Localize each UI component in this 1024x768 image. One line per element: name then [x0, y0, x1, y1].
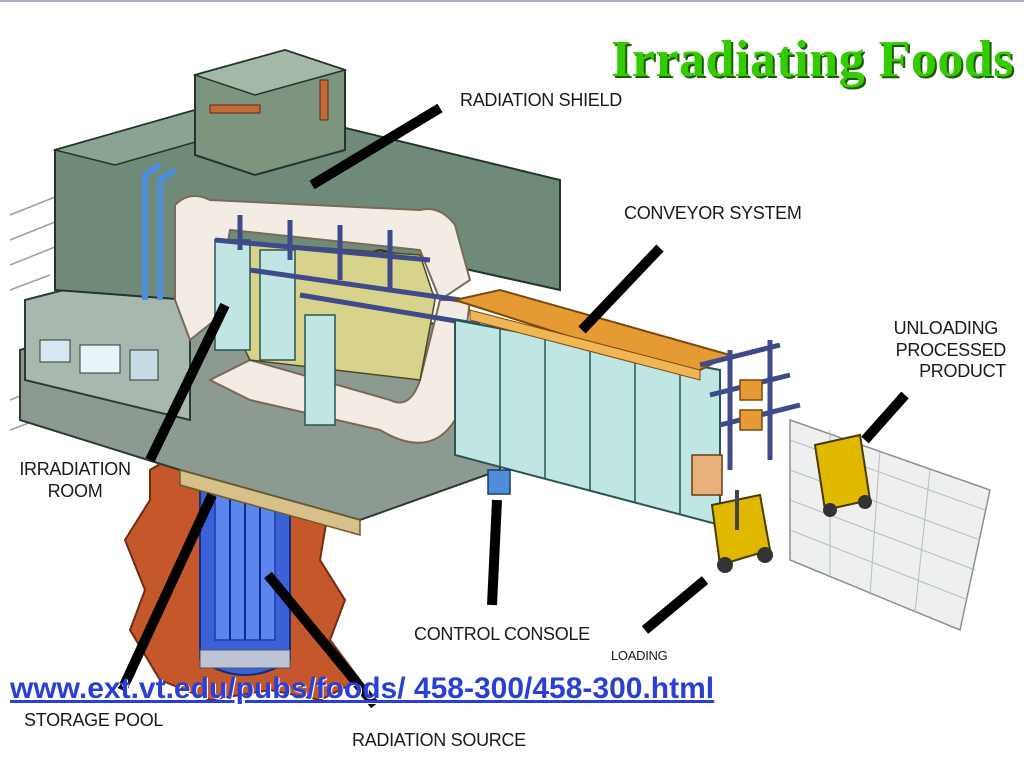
slab-edge: [179, 469, 361, 536]
source-url-link[interactable]: www.ext.vt.edu/pubs/foods/ 458-300/458-3…: [10, 672, 715, 705]
label-product-line: PRODUCT: [919, 361, 1006, 382]
product-carriers: [214, 239, 336, 426]
blue-pipes: [142, 162, 177, 300]
pipe: [319, 79, 329, 121]
label-radiation-shield: RADIATION SHIELD: [460, 90, 622, 110]
label-storage-pool: STORAGE POOL: [24, 710, 164, 730]
overhead-rails: [214, 215, 481, 328]
label-room-line: ROOM: [47, 480, 103, 501]
upper-housing-top: [192, 49, 348, 96]
rack-boxes: [739, 379, 763, 431]
machine-box: [79, 344, 121, 374]
label-processed-line: PROCESSED: [895, 339, 1007, 360]
loading-forklift: [691, 454, 773, 573]
pipe: [209, 104, 261, 114]
top-rule: [0, 0, 1024, 2]
leader-irradiation-room: [145, 302, 230, 463]
conveyor-boxes: [469, 309, 701, 381]
unloading-forklift: [813, 433, 872, 517]
leader-radiation-shield: [309, 103, 443, 190]
label-conveyor-system: CONVEYOR SYSTEM: [624, 203, 802, 223]
machine-box: [129, 349, 159, 381]
label-irradiation-line: IRRADIATION: [19, 459, 131, 479]
pool-base: [199, 649, 291, 669]
leader-storage-pool: [117, 492, 217, 693]
machine-box: [39, 339, 71, 363]
label-control-console: CONTROL CONSOLE: [414, 624, 590, 644]
label-loading: LOADING: [611, 648, 668, 663]
label-radiation-source: RADIATION SOURCE: [352, 730, 526, 750]
leader-conveyor-system: [578, 244, 664, 334]
leader-loading: [641, 576, 709, 634]
slide-title: Irradiating Foods: [611, 31, 1014, 88]
control-console-unit: [487, 469, 511, 495]
label-irradiation-room: IRRADIATION ROOM: [10, 459, 140, 502]
conveyor-hall-panels: [499, 328, 681, 515]
leader-radiation-source: [264, 571, 379, 709]
label-unloading-processed-product: UNLOADING PROCESSED PRODUCT: [868, 318, 1007, 383]
label-unloading-line: UNLOADING: [893, 318, 999, 338]
leader-control-console: [487, 499, 502, 606]
leader-lines: [117, 103, 909, 709]
leader-unloading: [861, 391, 909, 444]
